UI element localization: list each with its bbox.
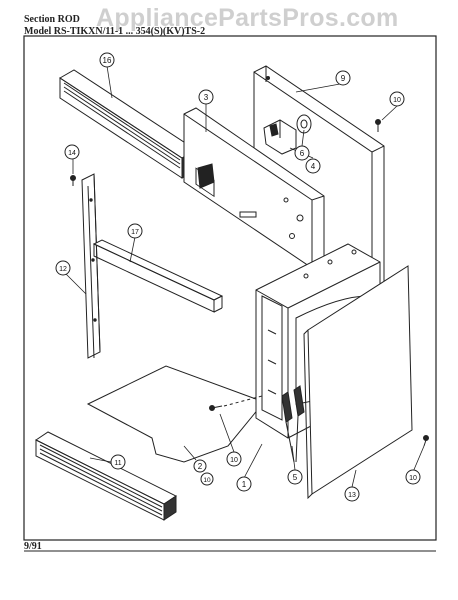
callout-number: 16 bbox=[103, 56, 112, 65]
callout-1: 1 bbox=[236, 476, 252, 492]
callout-number: 3 bbox=[204, 93, 209, 102]
drawing-frame bbox=[23, 35, 437, 541]
part-14-screw bbox=[70, 175, 76, 186]
leader-lines bbox=[64, 65, 425, 488]
callout-number: 13 bbox=[348, 492, 356, 499]
part-10-screw-top bbox=[375, 119, 381, 132]
callout-3: 3 bbox=[198, 89, 214, 105]
callout-6: 6 bbox=[294, 145, 310, 161]
callout-number: 1 bbox=[242, 480, 247, 489]
watermark: AppliancePartsPros.com bbox=[96, 4, 399, 32]
part-3-side-panel bbox=[183, 107, 325, 269]
callout-number: 5 bbox=[293, 473, 298, 482]
date-code: 9/91 bbox=[24, 541, 42, 552]
part-16-top-trim-strip bbox=[59, 69, 197, 179]
callout-number: 4 bbox=[311, 162, 316, 171]
callout-16: 16 bbox=[99, 52, 115, 68]
section-value: ROD bbox=[57, 14, 80, 25]
callout-12: 12 bbox=[55, 260, 71, 276]
model-label: Model bbox=[24, 26, 52, 37]
callout-10-under-2: 10 bbox=[200, 472, 214, 486]
callout-number: 2 bbox=[198, 462, 203, 471]
callout-4: 4 bbox=[305, 158, 321, 174]
callout-10-right: 10 bbox=[405, 469, 421, 485]
callout-number: 14 bbox=[68, 150, 76, 157]
callout-number: 10 bbox=[409, 475, 417, 482]
callout-13: 13 bbox=[344, 486, 360, 502]
part-5-hinges bbox=[281, 385, 305, 463]
callout-number: 9 bbox=[341, 74, 346, 83]
part-10-screw-right bbox=[423, 435, 429, 447]
model-value: RS-TIKXN/11-1 ... 354(S)(KV)TS-2 bbox=[53, 26, 206, 37]
callout-5: 5 bbox=[287, 469, 303, 485]
section-header: Section ROD bbox=[24, 14, 80, 25]
part-2-bottom-plate bbox=[86, 365, 265, 463]
callout-17: 17 bbox=[127, 223, 143, 239]
callout-number: 17 bbox=[131, 229, 139, 236]
part-11-bottom-trim-strip bbox=[35, 431, 177, 521]
callout-number: 11 bbox=[114, 460, 121, 467]
callout-labels: 16 9 3 10 6 4 14 17 12 11 2 10 10 1 5 13… bbox=[55, 52, 421, 502]
callout-10-middle: 10 bbox=[226, 451, 242, 467]
callout-14: 14 bbox=[64, 144, 80, 160]
callout-number: 10 bbox=[230, 457, 238, 464]
callout-10-top: 10 bbox=[389, 91, 405, 107]
callout-number: 6 bbox=[300, 149, 305, 158]
callout-9: 9 bbox=[335, 70, 351, 86]
model-header: Model RS-TIKXN/11-1 ... 354(S)(KV)TS-2 bbox=[24, 26, 205, 37]
part-12-vertical-rail bbox=[81, 173, 101, 359]
callout-number: 10 bbox=[393, 97, 401, 104]
part-17-cross-rail bbox=[92, 239, 224, 313]
part-10-screw-middle bbox=[209, 405, 223, 411]
callout-number: 10 bbox=[203, 477, 211, 484]
section-label: Section bbox=[24, 14, 56, 25]
part-13-door-panel bbox=[303, 265, 413, 500]
callout-2: 2 bbox=[193, 459, 207, 473]
callout-number: 12 bbox=[59, 266, 67, 273]
callout-11: 11 bbox=[110, 454, 126, 470]
part-4-bracket bbox=[263, 119, 297, 155]
